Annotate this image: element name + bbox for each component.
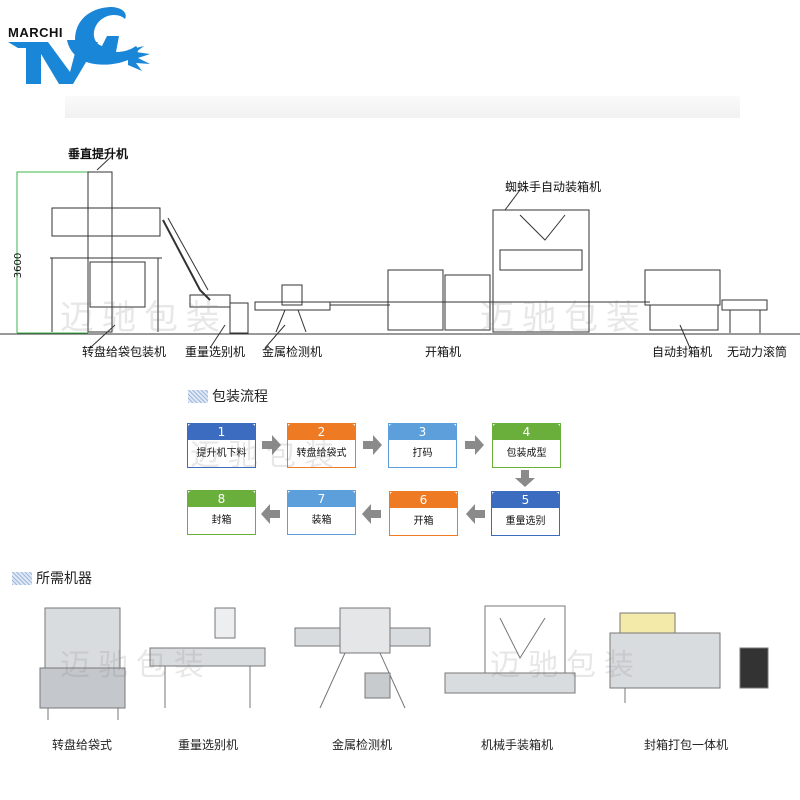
rotary-packer-image [39, 607, 126, 720]
label-elevator: 垂直提升机 [68, 147, 129, 161]
machine-label: 机械手装箱机 [480, 738, 554, 752]
label-roller: 无动力滚筒 [727, 345, 788, 359]
logo-mark-icon [8, 7, 150, 84]
machine-label: 金属检测机 [331, 738, 393, 752]
label-spider-packer: 蜘蛛手自动装箱机 [505, 180, 602, 194]
flow-step-5: 5 重量选别 [491, 491, 560, 536]
flow-step-6: 6 开箱 [389, 491, 458, 536]
flow-step-number: 7 [288, 491, 355, 507]
flow-title: 包装流程 [188, 386, 268, 406]
layout-diagram: 3600 垂直提升机 蜘蛛手自动装箱机 转盘给袋包装机 重量选别机 金属检测机 … [0, 140, 800, 365]
watermark: 迈驰包装 [490, 648, 642, 683]
logo: MARCHI [0, 0, 160, 90]
flow-step-3: 3 打码 [388, 423, 457, 468]
machines-title: 所需机器 [12, 568, 92, 588]
watermark: 迈驰包装 [60, 648, 212, 683]
arrow-left-icon [466, 504, 485, 524]
flow-step-8: 8 封箱 [187, 490, 256, 535]
flow-step-1: 1 提升机下料 [187, 423, 256, 468]
label-metal-detector: 金属检测机 [262, 345, 323, 359]
checkweigher-image [149, 607, 266, 708]
machine-label: 转盘给袋式 [51, 738, 113, 752]
label-case-erector: 开箱机 [425, 345, 462, 359]
machines-title-text: 所需机器 [36, 571, 92, 587]
case-packer-image [444, 605, 576, 694]
flow-step-label: 装箱 [311, 515, 332, 526]
flow-step-label: 提升机下料 [196, 448, 247, 459]
case-sealer-image [609, 612, 769, 703]
header-bar [65, 96, 740, 118]
flow-step-label: 封箱 [211, 515, 232, 526]
flow-title-text: 包装流程 [212, 389, 268, 405]
logo-text: MARCHI [8, 25, 63, 40]
flow-step-label: 打码 [412, 448, 433, 459]
flow-step-label: 包装成型 [506, 448, 547, 459]
watermark: 迈驰包装 [190, 438, 342, 473]
machine-photos [39, 605, 769, 720]
watermark: 迈驰包装 [480, 298, 648, 338]
flow-step-number: 4 [493, 424, 560, 440]
flow-step-label: 转盘给袋式 [296, 448, 347, 459]
machine-label: 重量选别机 [177, 738, 239, 752]
label-rotary: 转盘给袋包装机 [82, 345, 167, 359]
watermark: 迈驰包装 [60, 298, 228, 338]
flow-step-number: 5 [492, 492, 559, 508]
arrow-left-icon [261, 504, 280, 524]
production-line-drawing [0, 154, 800, 349]
arrow-left-icon [362, 504, 381, 524]
flow-step-number: 1 [188, 424, 255, 440]
flow-step-4: 4 包装成型 [492, 423, 561, 468]
label-checkweigher: 重量选别机 [185, 345, 246, 359]
label-case-sealer: 自动封箱机 [652, 345, 713, 359]
height-dimension: 3600 [13, 252, 25, 279]
flow-step-label: 开箱 [413, 516, 434, 527]
arrow-right-icon [363, 435, 382, 455]
flow-step-label: 重量选别 [505, 516, 546, 527]
flow-step-number: 2 [288, 424, 355, 440]
section-swatch-icon [12, 571, 32, 585]
arrow-down-icon [515, 470, 535, 487]
flow-step-number: 8 [188, 491, 255, 507]
flow-step-2: 2 转盘给袋式 [287, 423, 356, 468]
flow-step-7: 7 装箱 [287, 490, 356, 535]
machine-label: 封箱打包一体机 [643, 738, 729, 752]
arrow-right-icon [465, 435, 484, 455]
metal-detector-image [294, 607, 431, 709]
section-swatch-icon [188, 389, 208, 403]
flow-step-number: 6 [390, 492, 457, 508]
flow-step-number: 3 [389, 424, 456, 440]
